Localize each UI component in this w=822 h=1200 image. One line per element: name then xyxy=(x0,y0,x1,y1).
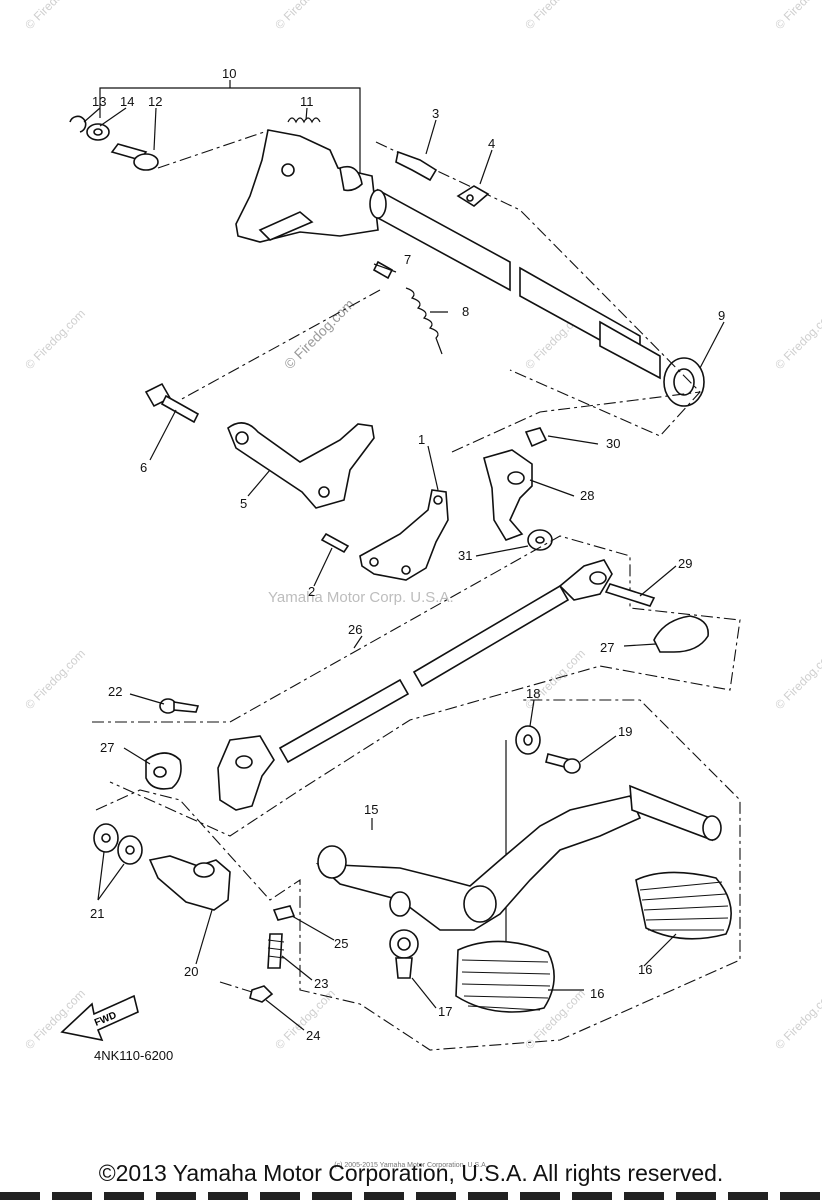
copyright-footer: ©2013 Yamaha Motor Corporation, U.S.A. A… xyxy=(98,1160,724,1186)
watermark: © Firedog.com xyxy=(522,646,588,712)
watermark-dark: © Firedog.com xyxy=(281,296,357,372)
callout: 2 xyxy=(308,584,315,599)
leader-lines xyxy=(83,107,725,1031)
watermark: © Firedog.com xyxy=(522,0,588,32)
watermark-center: Yamaha Motor Corp. U.S.A. xyxy=(268,589,454,606)
callout: 21 xyxy=(90,906,104,921)
part-code: 4NK110-6200 xyxy=(94,1048,173,1063)
callout: 10 xyxy=(222,66,236,81)
callout: 6 xyxy=(140,460,147,475)
callout: 3 xyxy=(432,106,439,121)
callout: 16 xyxy=(638,962,652,977)
watermark: © Firedog.com xyxy=(772,646,822,712)
callout: 25 xyxy=(334,936,348,951)
watermark: © Firedog.com xyxy=(772,306,822,372)
callout: 13 xyxy=(92,94,106,109)
callout: 12 xyxy=(148,94,162,109)
callout: 14 xyxy=(120,94,134,109)
callout: 24 xyxy=(306,1028,320,1043)
callout: 29 xyxy=(678,556,692,571)
small-copyright: (c) 2005-2015 Yamaha Motor Corporation, … xyxy=(334,1162,488,1169)
callout: 23 xyxy=(314,976,328,991)
callout: 19 xyxy=(618,724,632,739)
linkage-assembly xyxy=(144,289,701,581)
shift-rod-assembly xyxy=(92,535,741,837)
watermark: © Firedog.com xyxy=(22,646,88,712)
shift-shaft-assembly xyxy=(69,80,705,437)
callout: 20 xyxy=(184,964,198,979)
callout: 28 xyxy=(580,488,594,503)
watermark: © Firedog.com xyxy=(22,306,88,372)
callout: 27 xyxy=(100,740,114,755)
watermark: © Firedog.com xyxy=(272,0,338,32)
callout: 16 xyxy=(590,986,604,1001)
callout: 26 xyxy=(348,622,362,637)
forward-arrow-icon: FWD xyxy=(60,994,139,1042)
callout: 18 xyxy=(526,686,540,701)
watermark: © Firedog.com xyxy=(772,0,822,32)
shift-pedal-assembly xyxy=(93,699,741,1051)
callout: 15 xyxy=(364,802,378,817)
callout: 22 xyxy=(108,684,122,699)
watermark: © Firedog.com xyxy=(772,986,822,1052)
callout: 5 xyxy=(240,496,247,511)
callout-numbers: 10 13 14 12 11 3 4 7 8 9 6 5 1 30 28 31 … xyxy=(90,66,725,1043)
watermark: © Firedog.com xyxy=(22,0,88,32)
callout: 30 xyxy=(606,436,620,451)
callout: 1 xyxy=(418,432,425,447)
callout: 4 xyxy=(488,136,495,151)
callout: 9 xyxy=(718,308,725,323)
bottom-strip xyxy=(0,1192,822,1200)
callout: 8 xyxy=(462,304,469,319)
callout: 31 xyxy=(458,548,472,563)
callout: 11 xyxy=(300,94,314,109)
callout: 17 xyxy=(438,1004,452,1019)
callout: 27 xyxy=(600,640,614,655)
callout: 7 xyxy=(404,252,411,267)
